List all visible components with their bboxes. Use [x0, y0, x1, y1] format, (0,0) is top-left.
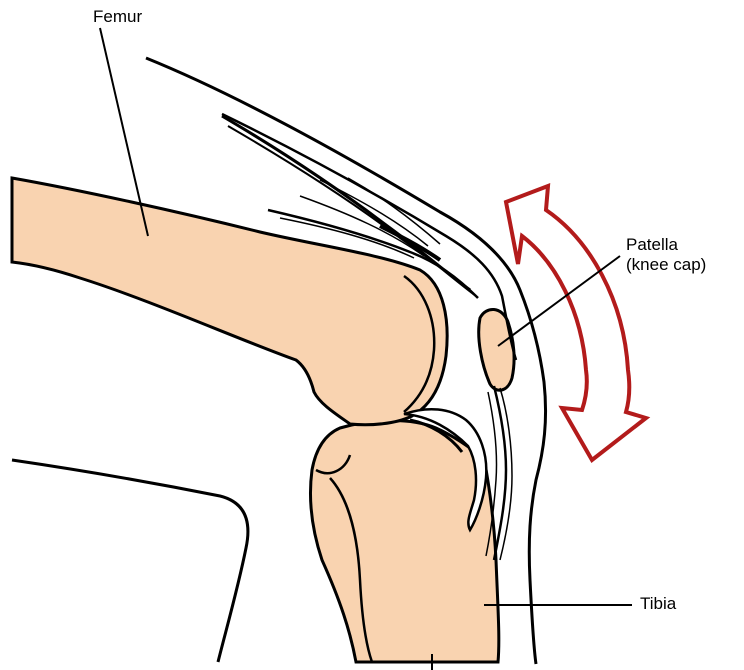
patella-label: Patella (knee cap) — [626, 235, 706, 275]
skin-outline-back — [11, 458, 250, 663]
skin-outline-inner — [221, 112, 518, 361]
patella-bone — [477, 308, 516, 392]
femur-condyle-contour — [403, 274, 436, 413]
patella-label-line1: Patella — [626, 235, 678, 254]
motion-arrow — [503, 183, 651, 463]
patellar-tendon — [485, 385, 513, 561]
patella-label-line2: (knee cap) — [626, 255, 707, 274]
femur-leader-line — [99, 27, 149, 237]
tibia-bone — [309, 419, 501, 664]
tibia-inner-line — [329, 477, 374, 663]
femur-label: Femur — [93, 7, 143, 26]
patella-leader-line — [497, 255, 621, 347]
quadriceps-tendon — [221, 114, 479, 299]
tibia-label: Tibia — [640, 594, 677, 613]
tibia-head-detail — [315, 454, 352, 475]
femur-bone — [10, 176, 449, 427]
meniscus — [409, 418, 464, 453]
skin-outline-top — [145, 56, 548, 665]
joint-capsule — [403, 408, 488, 533]
